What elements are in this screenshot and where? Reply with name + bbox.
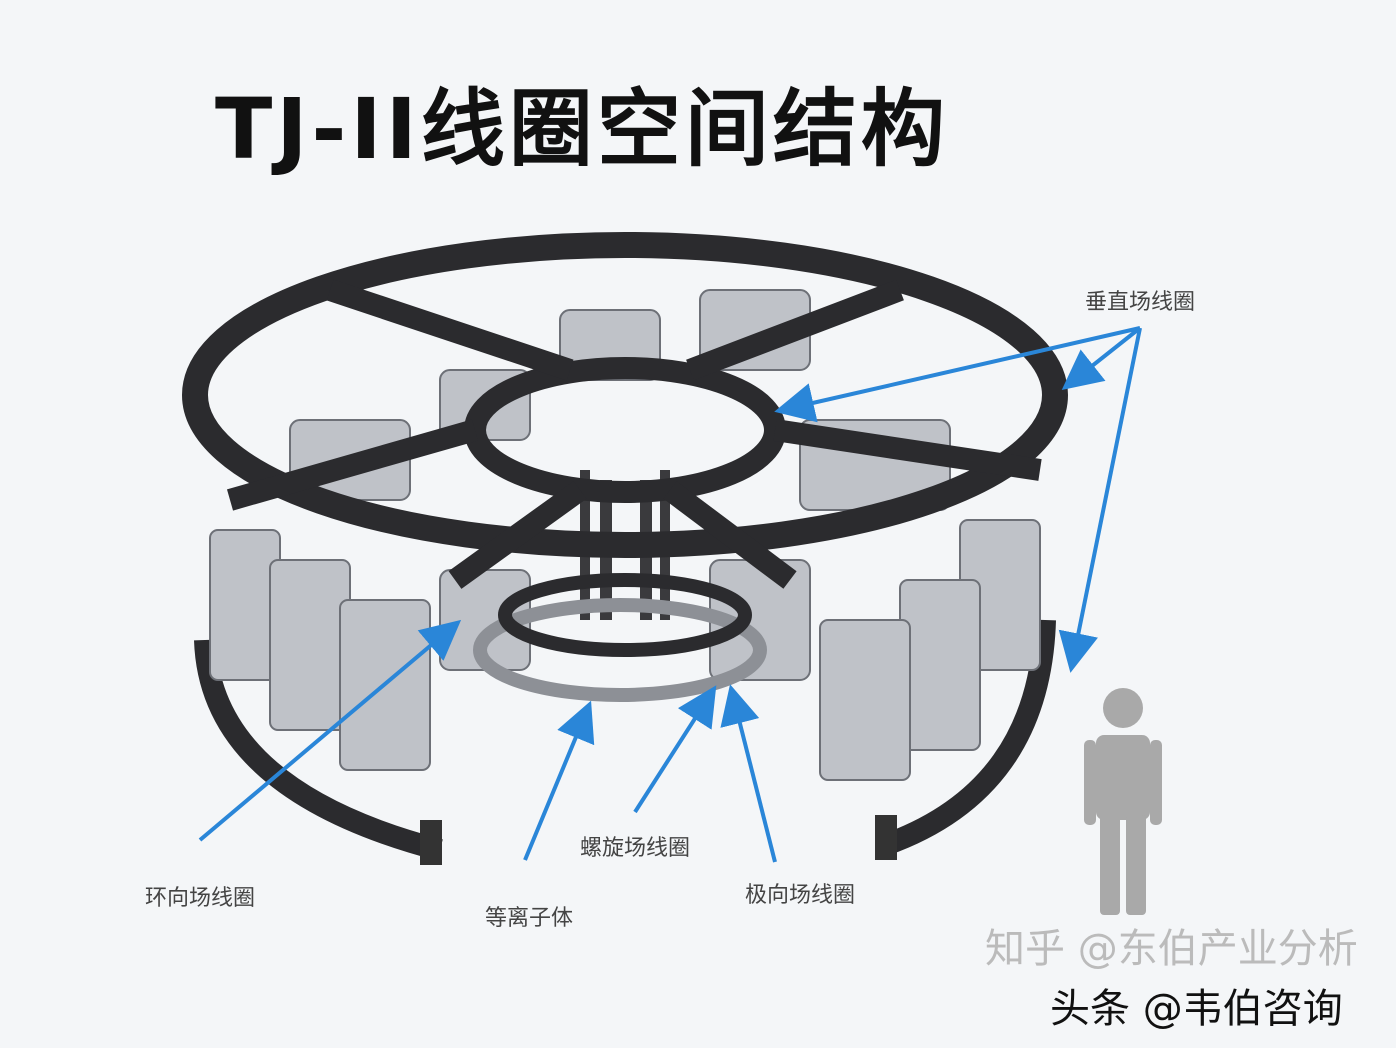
label-arrows xyxy=(198,326,1142,863)
human-scale-figure xyxy=(1084,688,1162,915)
label-poloidal-field-coil: 极向场线圈 xyxy=(745,883,856,908)
bottom-frame-ring xyxy=(194,619,1056,865)
watermark-toutiao: 头条 @韦伯咨询 xyxy=(1050,986,1343,1032)
bottom-inner-ring xyxy=(498,573,752,657)
watermark-zhihu: 知乎 @东伯产业分析 xyxy=(985,926,1358,972)
label-helical-field-coil: 螺旋场线圈 xyxy=(580,836,691,861)
top-frame-ring xyxy=(182,232,1068,589)
label-vertical-field-coil: 垂直场线圈 xyxy=(1085,290,1196,315)
page-title: TJ-II线圈空间结构 xyxy=(215,80,949,178)
plasma-ring xyxy=(473,598,767,702)
toroidal-coils xyxy=(209,289,1041,781)
label-toroidal-field-coil: 环向场线圈 xyxy=(145,886,256,911)
label-plasma: 等离子体 xyxy=(485,906,574,931)
